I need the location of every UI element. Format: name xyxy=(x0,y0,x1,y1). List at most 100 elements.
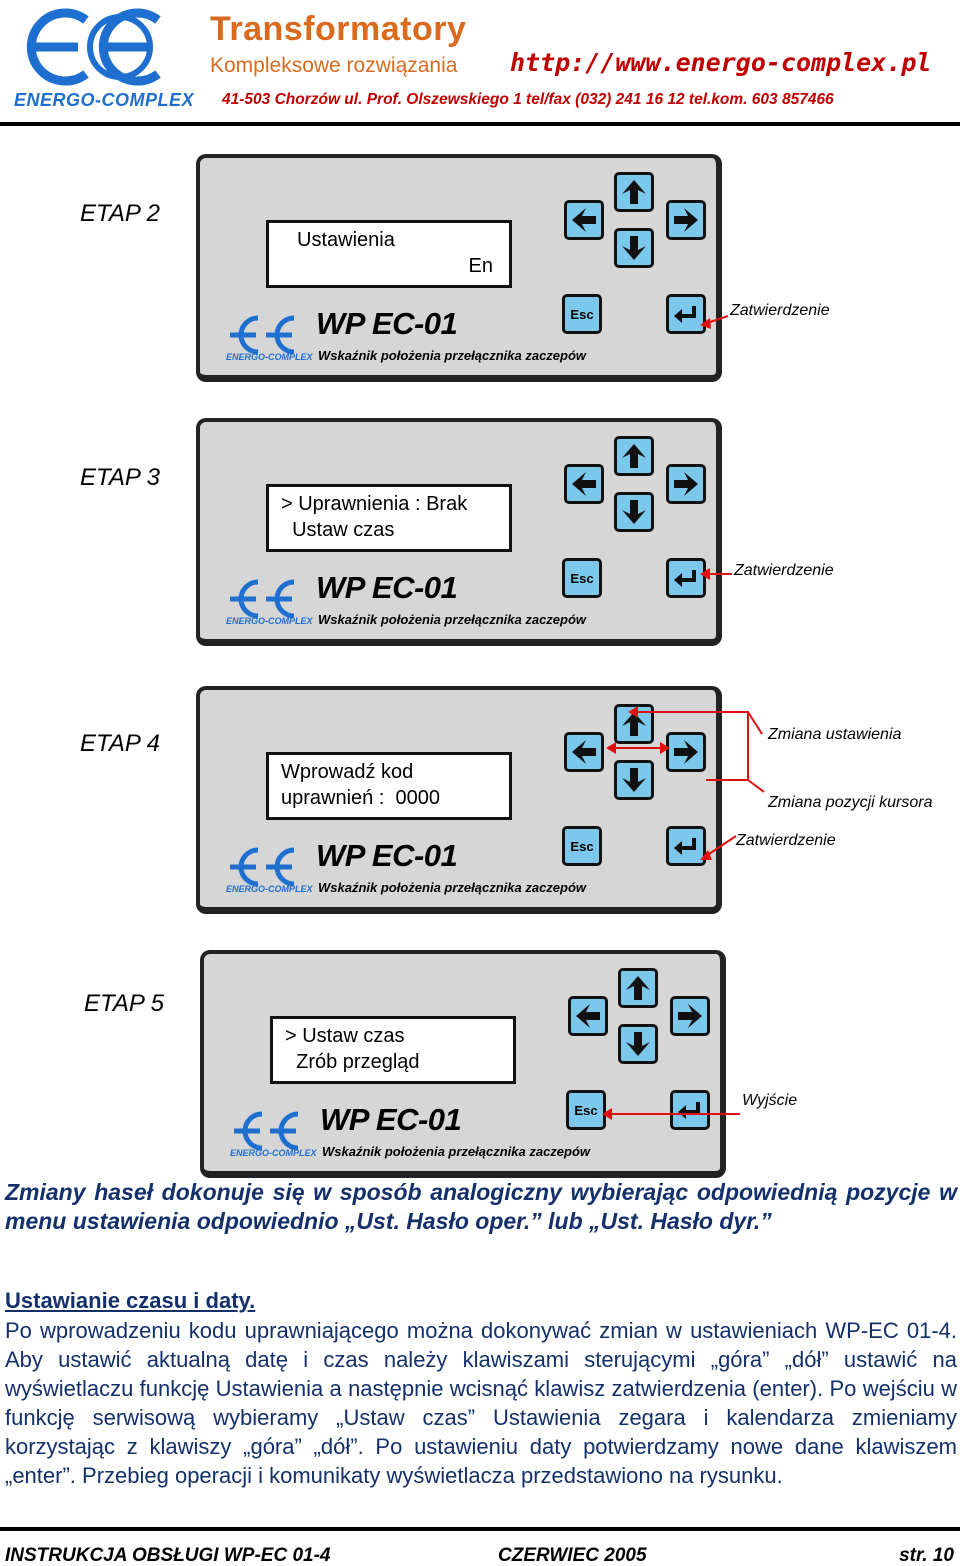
footer-doc-title: INSTRUKCJA OBSŁUGI WP-EC 01-4 xyxy=(5,1545,331,1566)
device-subtitle: Wskaźnik położenia przełącznika zaczepów xyxy=(322,1144,591,1159)
enter-icon xyxy=(674,570,696,587)
arrow-left-icon xyxy=(572,740,596,764)
arrow-up-icon xyxy=(622,180,646,204)
enter-icon xyxy=(674,838,696,855)
header-subtitle: Kompleksowe rozwiązania xyxy=(210,54,458,77)
device-logo-icon xyxy=(234,1111,299,1151)
password-change-note: Zmiany haseł dokonuje się w sposób analo… xyxy=(5,1179,957,1234)
header-title: Transformatory xyxy=(210,10,467,48)
callout-enter: Zatwierdzenie xyxy=(736,832,836,849)
stage-etap-2: ETAP 2 Ustawienia En ENERGO-COMPLEX WP E… xyxy=(0,154,960,394)
arrow-right-icon xyxy=(674,472,698,496)
stage-etap-3: ETAP 3 > Uprawnienia : Brak Ustaw czas E… xyxy=(0,418,960,658)
left-key[interactable] xyxy=(564,732,604,772)
device-panel: > Ustaw czas Zrób przegląd ENERGO-COMPLE… xyxy=(200,950,726,1178)
enter-icon xyxy=(674,306,696,323)
arrow-down-icon xyxy=(622,500,646,524)
enter-key[interactable] xyxy=(666,558,706,598)
lcd-line-1: Ustawienia xyxy=(297,229,395,251)
left-key[interactable] xyxy=(564,200,604,240)
arrow-left-icon xyxy=(576,1004,600,1028)
callout-esc: Wyjście xyxy=(742,1092,798,1109)
device-subtitle: Wskaźnik położenia przełącznika zaczepów xyxy=(318,612,587,627)
up-key[interactable] xyxy=(614,704,654,744)
enter-key[interactable] xyxy=(670,1090,710,1130)
esc-key[interactable]: Esc xyxy=(562,826,602,866)
lcd-display: Ustawienia En xyxy=(266,220,512,288)
callout-leftright: Zmiana pozycji kursora xyxy=(768,794,933,811)
device-logo-icon xyxy=(230,847,295,887)
lcd-line-2: En xyxy=(468,255,493,277)
arrow-right-icon xyxy=(678,1004,702,1028)
stage-etap-5: ETAP 5 > Ustaw czas Zrób przegląd ENERGO… xyxy=(0,950,960,1190)
stage-label: ETAP 2 xyxy=(80,200,161,227)
instruction-paragraph: Po wprowadzeniu kodu uprawniającego możn… xyxy=(5,1318,957,1488)
stage-label: ETAP 4 xyxy=(80,730,161,757)
device-logo-icon xyxy=(230,315,295,355)
lcd-line-2: Ustaw czas xyxy=(281,519,395,541)
arrow-up-icon xyxy=(622,712,646,736)
lcd-display: > Ustaw czas Zrób przegląd xyxy=(270,1016,516,1084)
arrow-up-icon xyxy=(626,976,650,1000)
right-key[interactable] xyxy=(666,732,706,772)
stage-etap-4: ETAP 4 Wprowadź kod uprawnień : 0000 ENE… xyxy=(0,686,960,926)
arrow-left-icon xyxy=(572,472,596,496)
callout-updown: Zmiana ustawienia xyxy=(768,726,902,743)
down-key[interactable] xyxy=(618,1024,658,1064)
section-heading: Ustawianie czasu i daty. xyxy=(5,1288,256,1313)
lcd-line-2: Zrób przegląd xyxy=(285,1051,420,1073)
device-brand: ENERGO-COMPLEX xyxy=(226,884,313,894)
lcd-line-1: > Ustaw czas xyxy=(285,1025,405,1047)
device-subtitle: Wskaźnik położenia przełącznika zaczepów xyxy=(318,880,587,895)
footer-page-number: str. 10 xyxy=(899,1545,954,1566)
device-panel: Wprowadź kod uprawnień : 0000 ENERGO-COM… xyxy=(196,686,722,914)
device-subtitle: Wskaźnik położenia przełącznika zaczepów xyxy=(318,348,587,363)
header-divider xyxy=(0,122,960,126)
callout-enter: Zatwierdzenie xyxy=(734,562,834,579)
enter-key[interactable] xyxy=(666,294,706,334)
footer-divider xyxy=(0,1527,960,1531)
enter-key[interactable] xyxy=(666,826,706,866)
callout-enter: Zatwierdzenie xyxy=(730,302,830,319)
device-brand: ENERGO-COMPLEX xyxy=(226,352,313,362)
device-panel: > Uprawnienia : Brak Ustaw czas ENERGO-C… xyxy=(196,418,722,646)
up-key[interactable] xyxy=(614,436,654,476)
lcd-line-1: > Uprawnienia : Brak xyxy=(281,493,468,515)
enter-icon xyxy=(678,1102,700,1119)
energo-complex-logo xyxy=(26,8,161,86)
esc-key[interactable]: Esc xyxy=(562,558,602,598)
left-key[interactable] xyxy=(568,996,608,1036)
lcd-line-2: uprawnień : 0000 xyxy=(281,787,441,809)
right-key[interactable] xyxy=(666,464,706,504)
up-key[interactable] xyxy=(618,968,658,1008)
device-model: WP EC-01 xyxy=(316,838,458,873)
esc-key[interactable]: Esc xyxy=(562,294,602,334)
header-address: 41-503 Chorzów ul. Prof. Olszewskiego 1 … xyxy=(222,91,834,108)
arrow-left-icon xyxy=(572,208,596,232)
up-key[interactable] xyxy=(614,172,654,212)
header-url-link[interactable]: http://www.energo-complex.pl xyxy=(510,48,932,77)
down-key[interactable] xyxy=(614,228,654,268)
left-key[interactable] xyxy=(564,464,604,504)
stage-label: ETAP 5 xyxy=(84,990,165,1017)
lcd-display: Wprowadź kod uprawnień : 0000 xyxy=(266,752,512,820)
down-key[interactable] xyxy=(614,760,654,800)
esc-key[interactable]: Esc xyxy=(566,1090,606,1130)
device-logo-icon xyxy=(230,579,295,619)
stage-label: ETAP 3 xyxy=(80,464,161,491)
footer-date: CZERWIEC 2005 xyxy=(498,1545,647,1566)
device-brand: ENERGO-COMPLEX xyxy=(226,616,313,626)
device-model: WP EC-01 xyxy=(316,306,458,341)
right-key[interactable] xyxy=(666,200,706,240)
device-model: WP EC-01 xyxy=(320,1102,462,1137)
arrow-right-icon xyxy=(674,208,698,232)
lcd-line-1: Wprowadź kod xyxy=(281,761,414,783)
device-brand: ENERGO-COMPLEX xyxy=(230,1148,317,1158)
arrow-down-icon xyxy=(622,768,646,792)
header-brand: ENERGO-COMPLEX xyxy=(14,90,195,110)
lcd-display: > Uprawnienia : Brak Ustaw czas xyxy=(266,484,512,552)
down-key[interactable] xyxy=(614,492,654,532)
device-panel: Ustawienia En ENERGO-COMPLEX WP EC-01 Ws… xyxy=(196,154,722,382)
arrow-down-icon xyxy=(626,1032,650,1056)
right-key[interactable] xyxy=(670,996,710,1036)
